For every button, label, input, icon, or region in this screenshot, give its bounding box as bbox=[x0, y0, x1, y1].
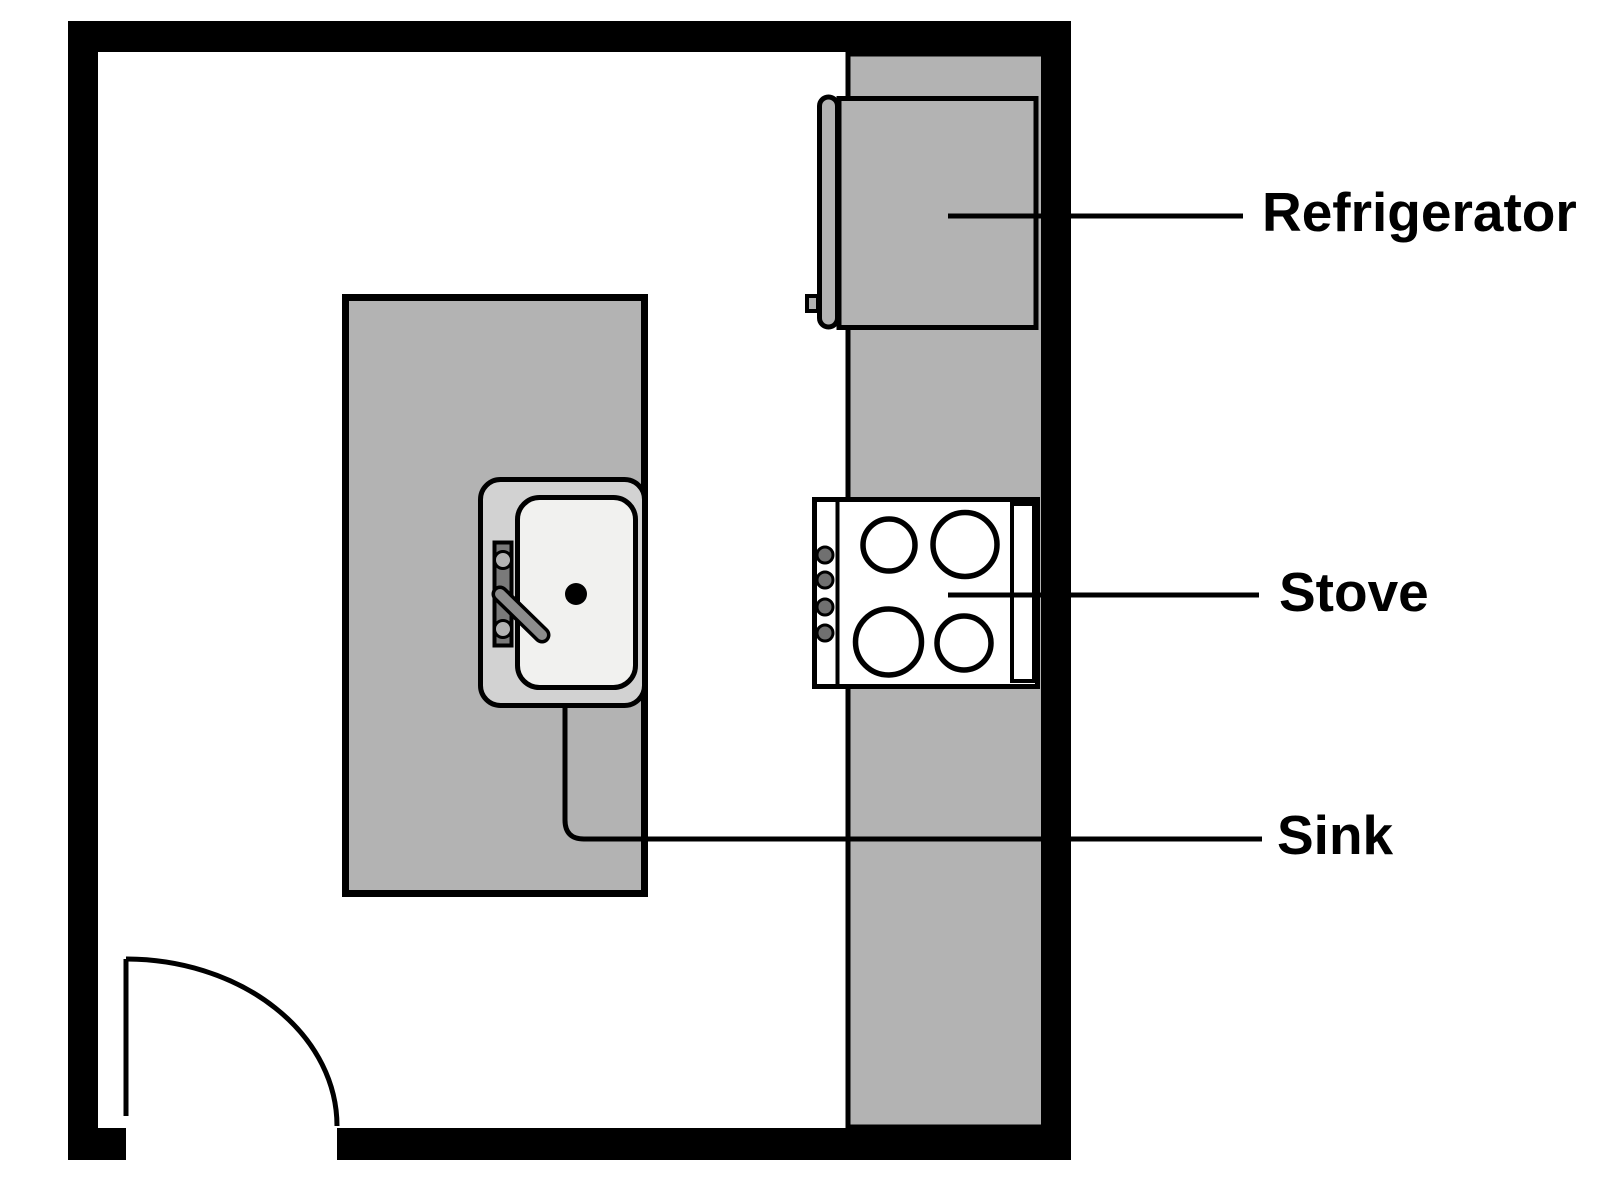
wall-left bbox=[68, 21, 98, 1160]
stove-label: Stove bbox=[1279, 561, 1429, 623]
burner-top-left bbox=[860, 516, 918, 574]
sink-symbol bbox=[478, 477, 647, 708]
wall-top bbox=[68, 21, 1071, 52]
refrigerator-door bbox=[817, 94, 840, 330]
faucet-valve-top bbox=[493, 550, 513, 570]
sink-leader-line bbox=[562, 707, 1262, 842]
wall-bottom-left-segment bbox=[68, 1128, 126, 1160]
burner-bottom-right bbox=[934, 613, 994, 673]
faucet-spout bbox=[495, 589, 547, 640]
faucet-valve-bottom bbox=[493, 619, 513, 639]
sink-label: Sink bbox=[1277, 804, 1394, 866]
stove-knob bbox=[815, 623, 835, 643]
wall-right bbox=[1041, 21, 1071, 1160]
refrigerator-label: Refrigerator bbox=[1262, 181, 1577, 243]
stove-knob bbox=[815, 597, 835, 617]
stove-knob bbox=[815, 570, 835, 590]
burner-top-right bbox=[930, 509, 1000, 580]
refrigerator-symbol bbox=[805, 94, 1039, 330]
room-walls bbox=[68, 21, 1071, 1160]
stove-knob bbox=[815, 545, 835, 565]
door-swing-arc bbox=[125, 956, 340, 1127]
refrigerator-handle bbox=[805, 294, 820, 313]
refrigerator-body bbox=[836, 96, 1039, 330]
burner-bottom-left bbox=[852, 606, 925, 678]
sink-drain bbox=[565, 583, 587, 605]
door-symbol bbox=[123, 956, 340, 1127]
wall-bottom-right-segment bbox=[337, 1128, 1071, 1160]
